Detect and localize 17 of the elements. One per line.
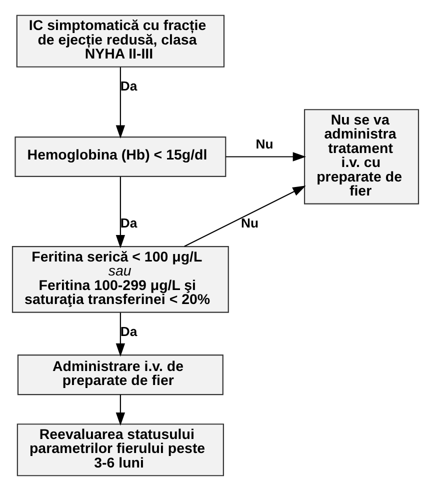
arrow	[116, 67, 126, 138]
node-box: Hemoglobina (Hb) < 15g/dl	[14, 136, 226, 178]
edge-label: Da	[120, 216, 138, 231]
edge-label: Nu	[256, 136, 274, 152]
arrow	[116, 176, 126, 248]
node-box: IC simptomatică cu fracție de ejecție redusă, clasa NYHA II-III	[16, 14, 225, 68]
edge-label: Nu	[240, 216, 258, 231]
node-box: Feritina serică < 100 μg/L sau Feritina 100-299 μg/L şi saturaţia transferinei < 20%	[12, 246, 229, 313]
edge-label: Da	[120, 324, 138, 340]
arrow	[116, 312, 126, 357]
node-box: Reevaluarea statusului parametrilor fierului peste 3-6 luni	[16, 424, 224, 476]
edge-label: Da	[120, 78, 138, 94]
arrow	[226, 152, 306, 162]
node-box: Administrare i.v. de preparate de fier	[17, 354, 224, 396]
arrow	[116, 394, 126, 426]
arrow	[184, 186, 306, 247]
node-box: Nu se va administra tratament i.v. cu preparate de fier	[304, 109, 420, 204]
